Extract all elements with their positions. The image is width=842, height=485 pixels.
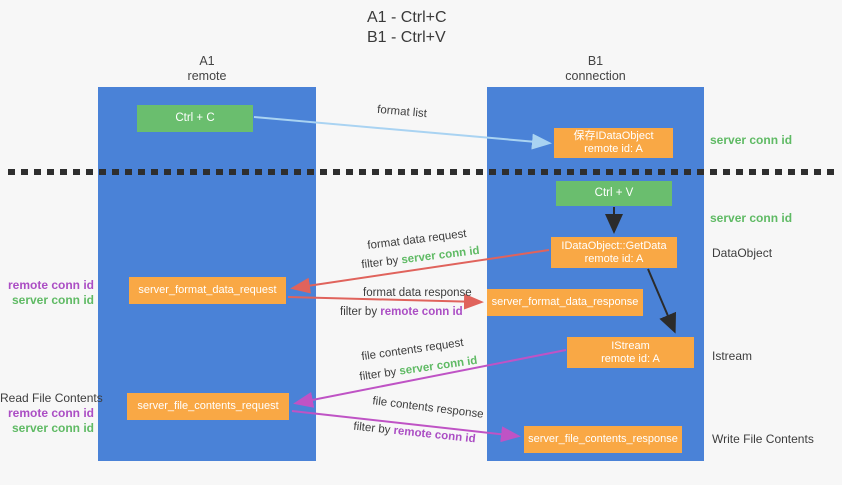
edge-label-format-list: format list <box>376 103 428 121</box>
node-ctrl-v-label: Ctrl + V <box>594 187 634 199</box>
filter-by-text: filter by <box>358 365 401 384</box>
right-label-istream: Istream <box>712 349 753 363</box>
server-conn-id-text: server conn id <box>398 354 479 378</box>
left-label-read-file-contents: Read File Contents <box>0 391 103 405</box>
node-ctrl-c-label: Ctrl + C <box>175 112 215 124</box>
node-save-idataobject-line1: 保存IDataObject <box>573 130 654 142</box>
left-remote-conn-id-1: remote conn id <box>7 278 94 292</box>
left-remote-conn-id-2: remote conn id <box>7 406 94 420</box>
node-ctrl-c: Ctrl + C <box>137 105 253 132</box>
filter-by-text: filter by <box>352 420 395 437</box>
left-label-conn-ids-1: remote conn id server conn id <box>0 278 94 308</box>
node-istream-line2: remote id: A <box>601 352 660 365</box>
diagram-title: A1 - Ctrl+C B1 - Ctrl+V <box>367 8 447 48</box>
lifeline-a1-name: A1 <box>199 54 215 68</box>
node-server-format-data-request: server_format_data_request <box>129 277 286 304</box>
server-conn-id-text: server conn id <box>400 244 481 267</box>
lifeline-b1-subtitle: connection <box>565 69 626 83</box>
node-server-file-contents-request-label: server_file_contents_request <box>137 400 279 412</box>
node-server-format-data-response: server_format_data_response <box>487 289 643 316</box>
title-line-1: A1 - Ctrl+C <box>367 9 447 26</box>
node-save-idataobject-line2: remote id: A <box>584 143 643 155</box>
edge-filter-format-response: filter by remote conn id <box>340 306 463 318</box>
right-label-server-conn-id-2: server conn id <box>710 211 793 225</box>
lifeline-header-b1: B1 connection <box>487 54 704 84</box>
left-server-conn-id-1: server conn id <box>11 293 94 307</box>
edge-label-format-data-response: format data response <box>363 287 472 299</box>
node-server-format-data-response-label: server_format_data_response <box>491 296 639 308</box>
remote-conn-id-text: remote conn id <box>392 424 477 446</box>
right-label-dataobject: DataObject <box>712 246 773 260</box>
lifeline-header-a1: A1 remote <box>98 54 316 84</box>
node-server-file-contents-response-label: server_file_contents_response <box>528 433 678 445</box>
node-idataobject-getdata-line1: IDataObject::GetData <box>561 239 667 252</box>
section-divider <box>8 169 836 175</box>
node-ctrl-v: Ctrl + V <box>556 181 672 206</box>
node-idataobject-getdata: IDataObject::GetData remote id: A <box>551 237 677 268</box>
edge-filter-file-response: filter by remote conn id <box>352 420 478 446</box>
title-line-2: B1 - Ctrl+V <box>367 29 446 46</box>
right-label-write-file-contents: Write File Contents <box>712 432 814 446</box>
edge-label-file-contents-response: file contents response <box>371 395 485 421</box>
node-server-format-data-request-label: server_format_data_request <box>138 284 277 296</box>
left-label-conn-ids-2: remote conn id server conn id <box>0 406 94 436</box>
left-server-conn-id-2: server conn id <box>11 421 94 435</box>
filter-by-text: filter by <box>340 306 381 318</box>
node-istream-line1: IStream <box>611 339 650 352</box>
node-server-file-contents-request: server_file_contents_request <box>127 393 289 420</box>
node-idataobject-getdata-line2: remote id: A <box>584 252 644 265</box>
node-istream: IStream remote id: A <box>567 337 694 368</box>
lifeline-a1-subtitle: remote <box>187 69 227 83</box>
filter-by-text: filter by <box>360 254 403 272</box>
right-label-server-conn-id-1: server conn id <box>710 133 793 147</box>
remote-conn-id-text: remote conn id <box>380 306 463 318</box>
node-save-idataobject: 保存IDataObject remote id: A <box>554 128 673 158</box>
lifeline-b1-name: B1 <box>587 54 604 68</box>
node-server-file-contents-response: server_file_contents_response <box>524 426 682 453</box>
